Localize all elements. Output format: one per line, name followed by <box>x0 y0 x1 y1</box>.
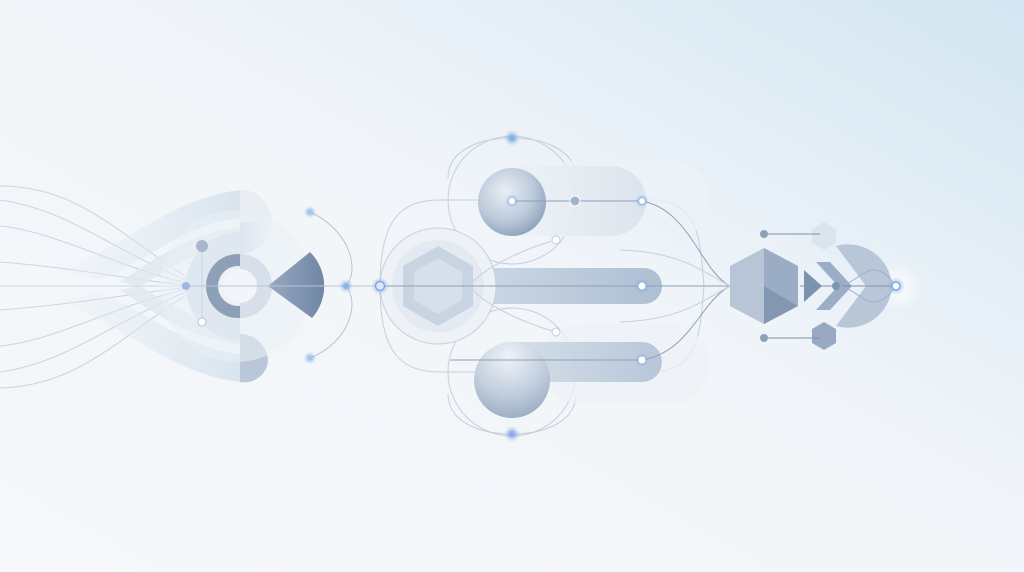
node-dot-icon <box>551 327 561 337</box>
node-dot-icon <box>343 283 349 289</box>
hexagon-icon <box>812 322 836 350</box>
node-dot-icon <box>760 334 768 342</box>
node-dot-icon <box>182 282 190 290</box>
node-dot-icon <box>508 430 516 438</box>
hexagon-icon <box>812 222 836 250</box>
hub-nodes <box>371 130 650 442</box>
output-cluster <box>730 222 924 350</box>
left-nodes <box>182 206 353 364</box>
node-dot-icon <box>509 198 515 204</box>
node-dot-icon <box>307 355 313 361</box>
node-dot-icon <box>638 282 646 290</box>
node-dot-icon <box>307 209 313 215</box>
fan-sector-icon <box>268 252 325 318</box>
node-dot-icon <box>196 240 208 252</box>
end-node-icon <box>891 281 901 291</box>
chevron-arrow-icon <box>836 244 892 328</box>
node-dot-icon <box>638 197 646 205</box>
node-dot-icon <box>197 317 207 327</box>
node-dot-icon <box>760 230 768 238</box>
node-dot-icon <box>551 235 561 245</box>
node-dot-icon <box>569 195 581 207</box>
node-dot-icon <box>374 280 386 292</box>
node-dot-icon <box>508 134 516 142</box>
node-dot-icon <box>638 356 646 364</box>
hub-connector-lines <box>380 200 731 361</box>
sphere-icon-bottom <box>474 342 550 418</box>
node-dot-icon <box>832 282 840 290</box>
